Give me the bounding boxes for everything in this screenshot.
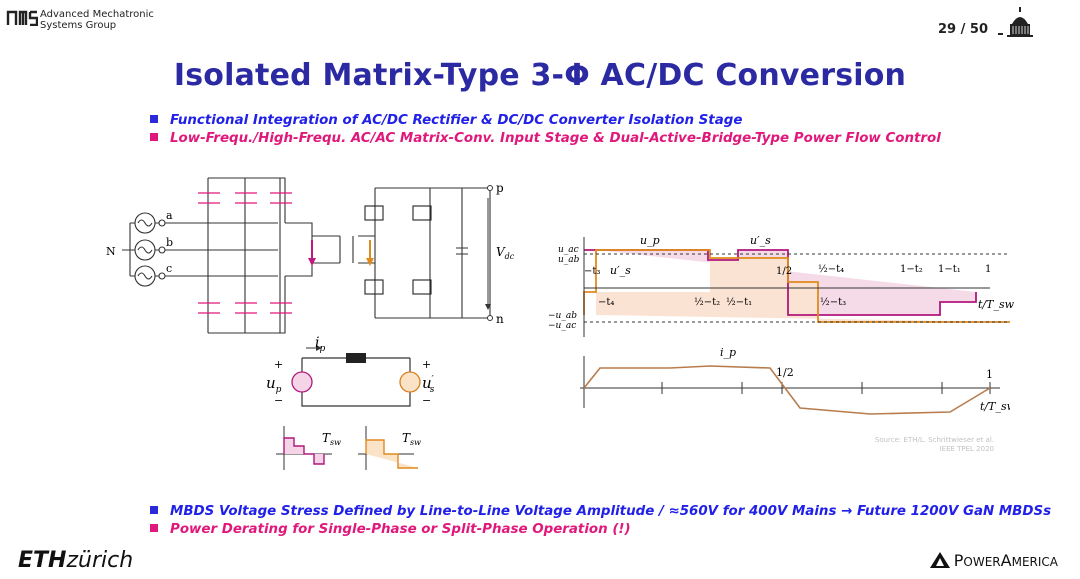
phase-c-label: c [166, 262, 172, 275]
one-label: 1 [986, 368, 993, 381]
bullet-square-icon [150, 506, 158, 514]
time-label: ½−t₂ [694, 297, 720, 308]
ip-label: i_p [720, 346, 736, 359]
tsw-label-right: Tsw [402, 431, 421, 447]
time-label: ½−t₄ [818, 264, 844, 275]
bullet-item: Power Derating for Single-Phase or Split… [150, 521, 1051, 539]
bullet-item: Low-Frequ./High-Frequ. AC/AC Matrix-Conv… [150, 130, 941, 148]
x-axis-label: t/T_sw [980, 400, 1010, 413]
bullet-item: Functional Integration of AC/DC Rectifie… [150, 112, 941, 130]
eth-zurich-logo: ETHzürich [18, 548, 134, 573]
current-ip-label: ip [315, 335, 325, 354]
matrix-converter-schematic: a b c N p n Vdc [106, 177, 515, 334]
top-bullet-list: Functional Integration of AC/DC Rectifie… [150, 112, 941, 148]
vdc-label: Vdc [496, 245, 515, 261]
bullet-square-icon [150, 524, 158, 532]
y-label-neg-uac: −u_ac [548, 321, 576, 331]
up-label: u_p [640, 234, 660, 247]
time-label: 1−t₂ [900, 264, 923, 275]
power-america-logo: POWERAMERICA [929, 551, 1058, 570]
voltage-waveform-chart: u_ac u_ab −u_ab −u_ac u_p u′_s u′_s −t₃ … [548, 234, 1015, 337]
current-waveform-chart: i_p 1/2 1 t/T_sw [580, 346, 1010, 415]
power-america-triangle-icon [929, 552, 950, 568]
right-plus: + [422, 358, 431, 371]
page-number: 29 / 50 [938, 22, 988, 37]
tsw-label-left: Tsw [322, 431, 341, 447]
y-label-uab: u_ab [558, 255, 580, 265]
left-minus: − [274, 394, 283, 407]
bullet-text: Low-Frequ./High-Frequ. AC/AC Matrix-Conv… [170, 131, 941, 146]
right-minus: − [422, 394, 431, 407]
dome-building-icon [998, 7, 1033, 37]
y-label-neg-uab: −u_ab [548, 311, 577, 321]
source-line: IEEE TPEL 2020 [939, 445, 994, 453]
arrow-right-icon: → [841, 504, 853, 519]
us-inner-label: u′_s [610, 264, 631, 277]
bullet-item: MBDS Voltage Stress Defined by Line-to-L… [150, 503, 1051, 521]
ams-logo-icon [6, 10, 38, 26]
voltage-up-label: up [266, 374, 282, 395]
group-name-line2: Systems Group [40, 20, 117, 31]
time-label: 1 [985, 264, 991, 275]
node-p-label: p [496, 181, 504, 195]
mini-waveforms: Tsw Tsw [276, 426, 421, 470]
neutral-label: N [106, 245, 116, 258]
node-n-label: n [496, 312, 504, 326]
voltage-us-label: u′s [422, 374, 435, 395]
source-note: Source: ETH/L. Schrittwieser et al. IEEE… [834, 436, 994, 454]
phase-a-label: a [166, 209, 173, 222]
bottom-bullet-list: MBDS Voltage Stress Defined by Line-to-L… [150, 503, 1051, 539]
bullet-square-icon [150, 115, 158, 123]
page-title: Isolated Matrix-Type 3-Φ AC/DC Conversio… [173, 58, 907, 93]
left-plus: + [274, 358, 283, 371]
equivalent-circuit: ip up u′s + − + − [266, 335, 435, 407]
time-label: −t₄ [598, 297, 614, 308]
bullet-text: Future 1200V GaN MBDSs [852, 504, 1052, 519]
half-label: 1/2 [776, 366, 794, 379]
bullet-text: Power Derating for Single-Phase or Split… [170, 522, 631, 537]
bullet-text: Functional Integration of AC/DC Rectifie… [170, 113, 743, 128]
time-label: ½−t₁ [726, 297, 752, 308]
phase-b-label: b [166, 236, 173, 249]
us-label: u′_s [750, 234, 771, 247]
source-line: Source: ETH/L. Schrittwieser et al. [874, 436, 994, 444]
time-label: 1/2 [776, 266, 792, 277]
group-name-line1: Advanced Mechatronic [40, 9, 154, 20]
group-name: Advanced Mechatronic Systems Group [40, 9, 154, 31]
bullet-text: MBDS Voltage Stress Defined by Line-to-L… [170, 504, 842, 519]
time-label: 1−t₁ [938, 264, 961, 275]
x-axis-label: t/T_sw [978, 298, 1015, 311]
time-label: −t₃ [584, 266, 600, 277]
bullet-square-icon [150, 133, 158, 141]
time-label: ½−t₃ [820, 297, 846, 308]
y-label-uac: u_ac [558, 245, 579, 255]
